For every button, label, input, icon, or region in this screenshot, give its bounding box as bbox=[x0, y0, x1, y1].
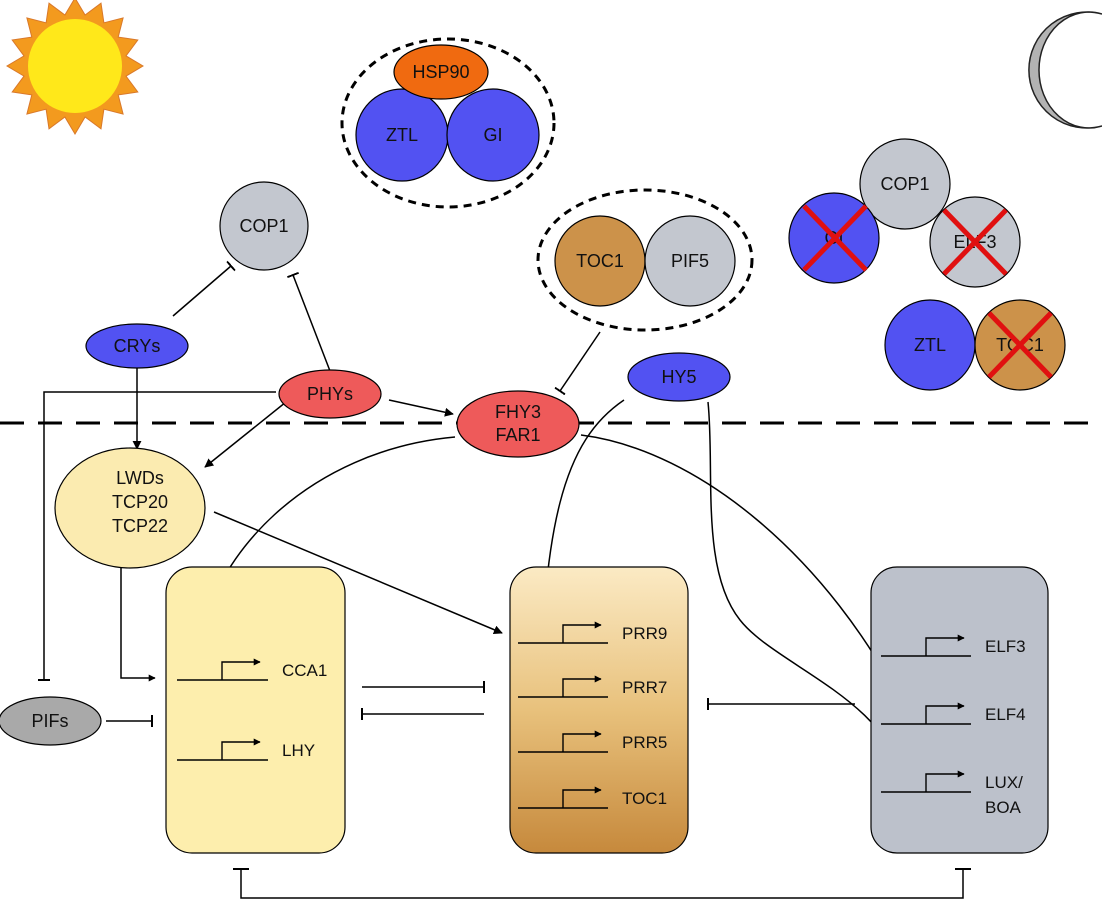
svg-text:ZTL: ZTL bbox=[914, 335, 946, 355]
cop1-node: COP1 bbox=[219, 181, 309, 271]
gene-prr9-label: PRR9 bbox=[622, 624, 667, 643]
gene-prr7-label: PRR7 bbox=[622, 678, 667, 697]
gene-prr9: PRR9 bbox=[518, 621, 667, 644]
phys-inhibits-cop1 bbox=[287, 271, 331, 372]
svg-text:HY5: HY5 bbox=[661, 367, 696, 387]
phys-activates-fhy3 bbox=[388, 399, 454, 417]
gene-cca1: CCA1 bbox=[177, 658, 327, 681]
gene-elf3: ELF3 bbox=[881, 634, 1026, 657]
svg-text:ZTL: ZTL bbox=[386, 125, 418, 145]
svg-text:HSP90: HSP90 bbox=[412, 62, 469, 82]
gene-lux-label: LUX/ bbox=[985, 773, 1023, 792]
svg-text:TOC1: TOC1 bbox=[576, 251, 624, 271]
night-cop1-node: COP1 bbox=[859, 138, 951, 230]
ztl-node: ZTL bbox=[355, 88, 449, 182]
svg-text:CRYs: CRYs bbox=[114, 336, 161, 356]
svg-text:TCP20: TCP20 bbox=[112, 492, 168, 512]
phys-inhibits-pifs bbox=[38, 391, 276, 681]
crys-node: CRYs bbox=[85, 323, 189, 369]
lwds-tcp-node: LWDs TCP20 TCP22 bbox=[54, 447, 206, 569]
phys-activates-lwds bbox=[204, 401, 287, 468]
night-elf3-node-degraded: ELF3 bbox=[929, 196, 1021, 288]
gene-lhy: LHY bbox=[177, 738, 315, 761]
lwds-activates-prr bbox=[213, 511, 503, 635]
gene-prr5-label: PRR5 bbox=[622, 733, 667, 752]
svg-text:GI: GI bbox=[483, 125, 502, 145]
svg-text:FAR1: FAR1 bbox=[495, 425, 540, 445]
hy5-node: HY5 bbox=[627, 352, 731, 402]
lwds-activates-morning bbox=[120, 567, 156, 682]
gene-lux: LUX/BOA bbox=[881, 770, 1023, 817]
crys-inhibits-cop1 bbox=[172, 260, 236, 317]
gene-prr5: PRR5 bbox=[518, 730, 667, 753]
gene-prr7: PRR7 bbox=[518, 675, 667, 698]
gene-toc1-label: TOC1 bbox=[622, 789, 667, 808]
night-toc1-node-degraded: TOC1 bbox=[974, 299, 1066, 391]
gi-node: GI bbox=[446, 88, 540, 182]
svg-text:PIFs: PIFs bbox=[31, 711, 68, 731]
evening-morning-mutual-inhibition bbox=[240, 869, 964, 899]
svg-text:PIF5: PIF5 bbox=[671, 251, 709, 271]
svg-text:FHY3: FHY3 bbox=[495, 402, 541, 422]
svg-text:COP1: COP1 bbox=[239, 216, 288, 236]
svg-text:COP1: COP1 bbox=[880, 174, 929, 194]
crescent-moon-icon bbox=[1028, 11, 1102, 129]
gene-elf4: ELF4 bbox=[881, 702, 1026, 725]
gene-lux-label-line2: BOA bbox=[985, 798, 1022, 817]
toc1-pif5-inhibits-fhy3 bbox=[554, 331, 601, 396]
sun-icon bbox=[6, 0, 144, 135]
gene-lhy-label: LHY bbox=[282, 741, 315, 760]
fhy3-far1-node: FHY3 FAR1 bbox=[456, 390, 580, 458]
pif5-node: PIF5 bbox=[644, 215, 736, 307]
svg-text:PHYs: PHYs bbox=[307, 384, 353, 404]
night-ztl-node: ZTL bbox=[884, 299, 976, 391]
toc1-node: TOC1 bbox=[554, 215, 646, 307]
hsp90-node: HSP90 bbox=[393, 44, 489, 100]
svg-text:TCP22: TCP22 bbox=[112, 516, 168, 536]
gene-elf3-label: ELF3 bbox=[985, 637, 1026, 656]
svg-text:LWDs: LWDs bbox=[116, 468, 164, 488]
hy5-inhibits-lux bbox=[707, 401, 910, 784]
toc1-pif5-complex-outline bbox=[536, 188, 754, 332]
gene-toc1: TOC1 bbox=[518, 786, 667, 809]
night-gi-node-degraded: GI bbox=[788, 192, 880, 284]
gene-elf4-label: ELF4 bbox=[985, 705, 1026, 724]
gene-cca1-label: CCA1 bbox=[282, 661, 327, 680]
hsp90-ztl-gi-complex-outline bbox=[340, 37, 556, 209]
pifs-node: PIFs bbox=[0, 696, 102, 746]
phys-node: PHYs bbox=[278, 369, 382, 419]
